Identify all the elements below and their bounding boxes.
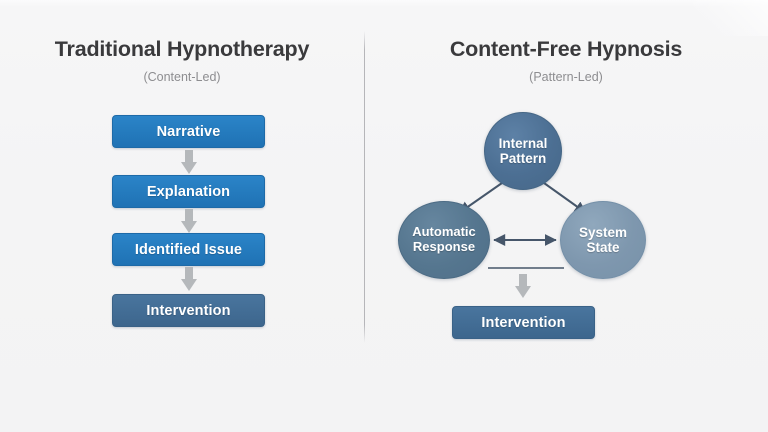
arrow-head [181, 162, 197, 174]
arrow-head [515, 286, 531, 298]
right-panel-subtitle: (Pattern-Led) [529, 70, 603, 84]
node-system-state-line2: State [586, 240, 620, 255]
node-internal-pattern-line2: Pattern [499, 151, 547, 166]
arrow-head [181, 279, 197, 291]
arrow-shaft [185, 150, 193, 163]
node-internal-pattern[interactable]: Internal Pattern [484, 112, 562, 190]
flow-box-explanation-label: Explanation [146, 183, 231, 200]
fat-down-arrow-icon-1 [181, 150, 197, 174]
panel-divider [364, 31, 365, 343]
node-system-state[interactable]: System State [560, 201, 646, 279]
arrow-shaft [185, 209, 193, 222]
fat-down-arrow-icon-3 [181, 267, 197, 291]
flow-box-identified-issue[interactable]: Identified Issue [112, 233, 265, 266]
arrow-shaft [519, 274, 527, 287]
fat-down-arrow-icon-2 [181, 209, 197, 233]
arrow-shaft [185, 267, 193, 280]
flow-box-identified-issue-label: Identified Issue [134, 241, 243, 258]
left-panel: Traditional Hypnotherapy (Content-Led) N… [0, 0, 364, 432]
right-panel-title: Content-Free Hypnosis [449, 37, 683, 61]
flow-box-intervention-right-label: Intervention [481, 314, 566, 331]
left-panel-subtitle: (Content-Led) [143, 70, 221, 84]
flow-box-intervention-left[interactable]: Intervention [112, 294, 265, 327]
fat-down-arrow-icon-outcome [515, 274, 531, 298]
flow-box-narrative-label: Narrative [156, 123, 221, 140]
flow-box-intervention-right[interactable]: Intervention [452, 306, 595, 339]
right-panel: Content-Free Hypnosis (Pattern-Led) [364, 0, 768, 432]
arrow-head [181, 221, 197, 233]
left-panel-title: Traditional Hypnotherapy [54, 37, 310, 61]
node-internal-pattern-line1: Internal [498, 135, 548, 151]
node-automatic-response-line1: Automatic [412, 224, 476, 240]
node-system-state-line1: System [578, 224, 628, 240]
node-automatic-response-line2: Response [412, 239, 476, 254]
flow-box-explanation[interactable]: Explanation [112, 175, 265, 208]
flow-box-intervention-left-label: Intervention [146, 302, 231, 319]
node-automatic-response[interactable]: Automatic Response [398, 201, 490, 279]
flow-box-narrative[interactable]: Narrative [112, 115, 265, 148]
